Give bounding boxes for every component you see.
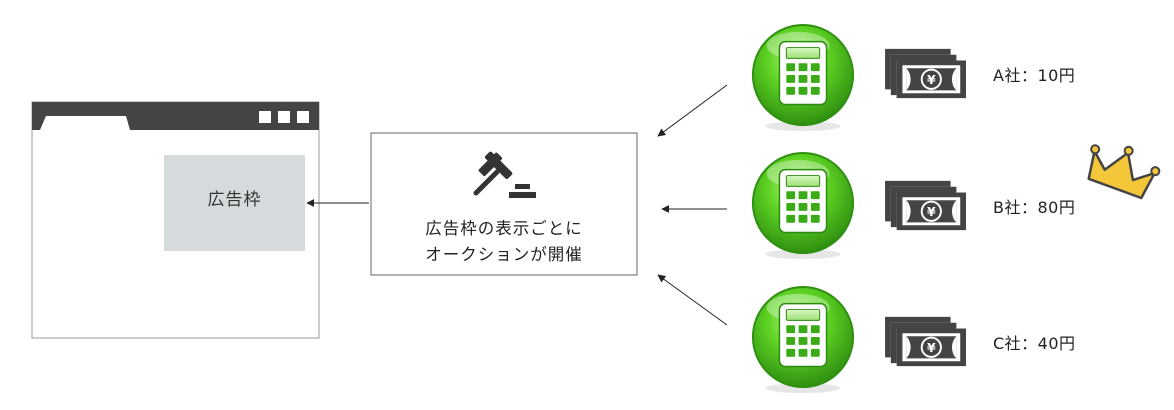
ad-slot-box <box>164 155 305 251</box>
calculator-icon <box>751 152 855 260</box>
crown-icon <box>1087 144 1161 200</box>
bid-label-a: A社：10円 <box>993 66 1076 85</box>
money-stack-icon <box>885 316 967 367</box>
arrow-bidder-a <box>657 84 728 137</box>
calculator-icon <box>751 286 855 394</box>
auction-caption-line1: 広告枠の表示ごとに <box>425 219 583 238</box>
money-stack-icon <box>885 48 967 99</box>
gavel-icon <box>473 151 536 198</box>
auction-caption-line2: オークションが開催 <box>425 245 583 264</box>
bid-label-c: C社：40円 <box>993 334 1076 353</box>
calculator-icon <box>751 24 855 132</box>
bid-label-b: B社：80円 <box>993 198 1076 217</box>
auction-caption: 広告枠の表示ごとに オークションが開催 <box>371 216 637 268</box>
ad-slot-label: 広告枠 <box>207 190 262 210</box>
money-stack-icon <box>885 180 967 231</box>
arrow-bidder-c <box>657 274 728 326</box>
auction-box <box>370 132 638 276</box>
